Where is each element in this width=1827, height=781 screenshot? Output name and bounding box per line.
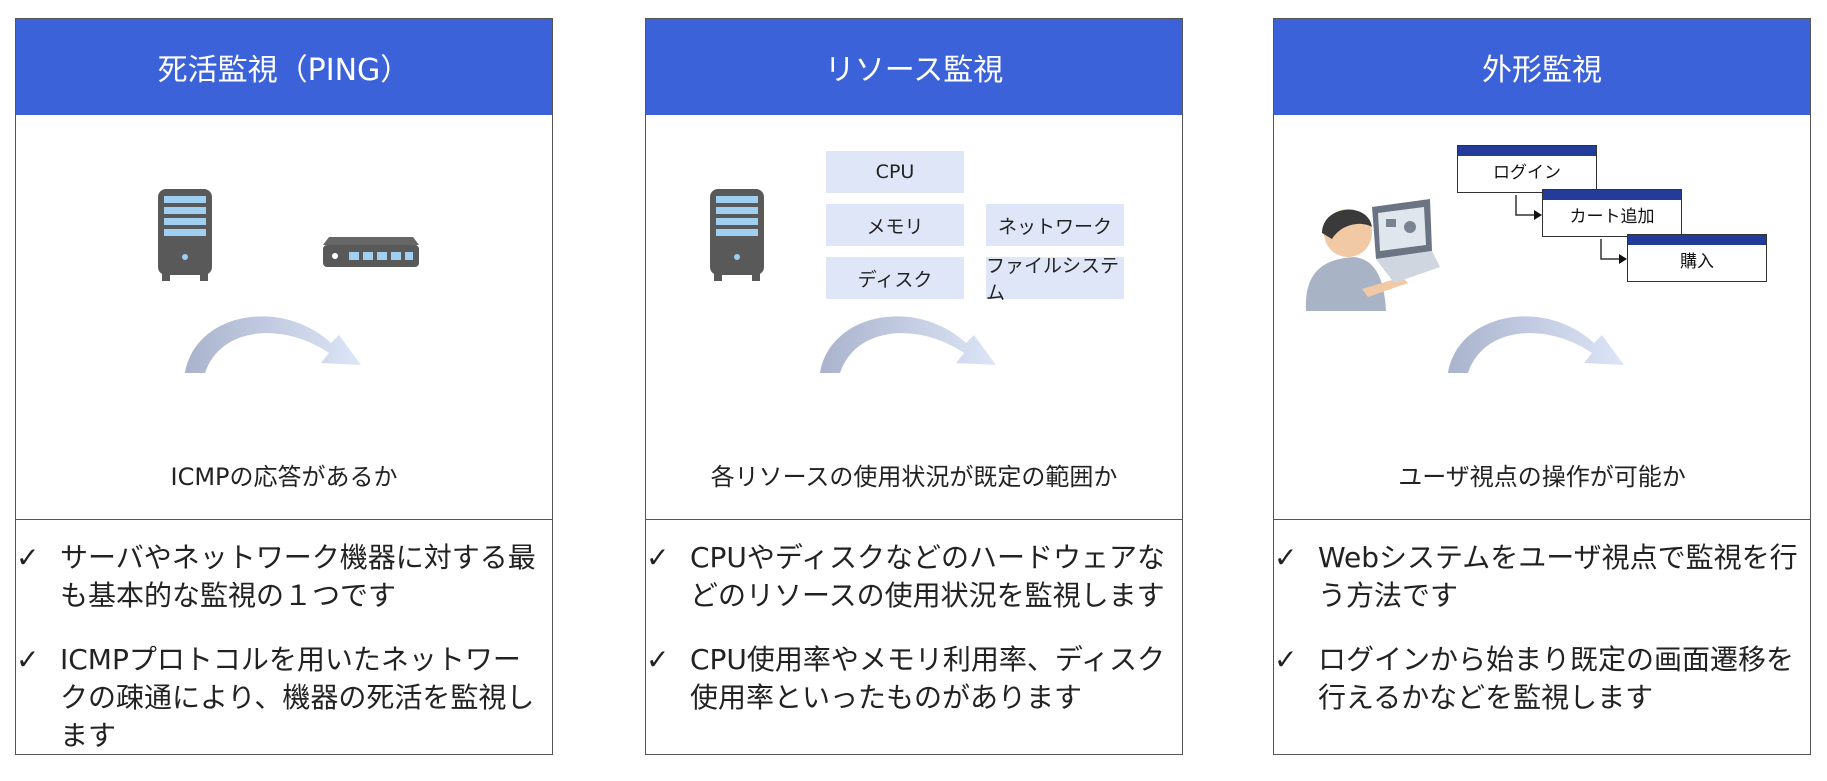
card-illustration: ICMPの応答があるか [16,115,552,519]
check-icon: ✓ [16,643,40,676]
window-title-bar [1458,146,1596,156]
note-item: ✓ ログインから始まり既定の画面遷移を行えるかなどを監視します [1274,641,1810,717]
card-illustration: ログイン カート追加 購入 ユーザ視点の操作が可能か [1274,115,1810,519]
card-resource-monitoring: リソース監視 CPU メモリ ネットワーク ディスク ファイルシステム 各リソー… [645,18,1183,755]
server-icon [158,189,212,281]
note-text: ログインから始まり既定の画面遷移を行えるかなどを監視します [1318,643,1795,714]
window-label: ログイン [1493,163,1561,183]
divider [646,519,1182,520]
screen-window-login: ログイン [1457,145,1597,193]
window-title-bar [1628,235,1766,245]
note-item: ✓ ICMPプロトコルを用いたネットワークの疎通により、機器の死活を監視します [16,641,552,755]
card-illustration: CPU メモリ ネットワーク ディスク ファイルシステム 各リソースの使用状況が… [646,115,1182,519]
card-synthetic-monitoring: 外形監視 ログイン カート追加 購入 [1273,18,1811,755]
resource-tile-cpu: CPU [826,151,964,193]
divider [1274,519,1810,520]
server-icon [710,189,764,281]
card-title: 外形監視 [1274,19,1810,115]
check-icon: ✓ [646,541,670,574]
network-switch-icon [323,237,419,267]
resource-tile-filesystem: ファイルシステム [986,255,1124,304]
card-title: 死活監視（PING） [16,19,552,115]
resource-tile-disk: ディスク [826,257,964,299]
flow-arrow-icon [1600,239,1627,264]
card-caption: ユーザ視点の操作が可能か [1398,463,1686,491]
note-item: ✓ CPU使用率やメモリ利用率、ディスク使用率といったものがあります [646,641,1182,717]
flow-arrow-icon [1515,195,1542,220]
note-item: ✓ サーバやネットワーク機器に対する最も基本的な監視の１つです [16,539,552,615]
note-list: ✓ サーバやネットワーク機器に対する最も基本的な監視の１つです ✓ ICMPプロ… [16,539,552,781]
window-title-bar [1543,190,1681,200]
note-item: ✓ CPUやディスクなどのハードウェアなどのリソースの使用状況を監視します [646,539,1182,615]
note-text: サーバやネットワーク機器に対する最も基本的な監視の１つです [60,541,536,612]
divider [16,519,552,520]
resource-tile-network: ネットワーク [986,204,1124,246]
window-label: 購入 [1680,252,1714,272]
note-list: ✓ Webシステムをユーザ視点で監視を行う方法です ✓ ログインから始まり既定の… [1274,539,1810,743]
curved-arrow-icon [820,316,996,373]
note-text: CPU使用率やメモリ利用率、ディスク使用率といったものがあります [690,643,1165,714]
check-icon: ✓ [16,541,40,574]
note-item: ✓ Webシステムをユーザ視点で監視を行う方法です [1274,539,1810,615]
card-caption: ICMPの応答があるか [170,463,398,491]
user-at-laptop-icon [1305,199,1440,311]
note-text: Webシステムをユーザ視点で監視を行う方法です [1318,541,1798,612]
card-title: リソース監視 [646,19,1182,115]
card-caption: 各リソースの使用状況が既定の範囲か [710,463,1118,491]
curved-arrow-icon [1448,316,1624,373]
screen-window-add-to-cart: カート追加 [1542,189,1682,237]
check-icon: ✓ [646,643,670,676]
check-icon: ✓ [1274,643,1298,676]
note-text: ICMPプロトコルを用いたネットワークの疎通により、機器の死活を監視します [60,643,535,752]
note-text: CPUやディスクなどのハードウェアなどのリソースの使用状況を監視します [690,541,1165,612]
card-ping-monitoring: 死活監視（PING） ICMPの応答があるか ✓ [15,18,553,755]
window-label: カート追加 [1569,207,1655,227]
resource-tile-memory: メモリ [826,204,964,246]
check-icon: ✓ [1274,541,1298,574]
note-list: ✓ CPUやディスクなどのハードウェアなどのリソースの使用状況を監視します ✓ … [646,539,1182,743]
curved-arrow-icon [185,316,361,373]
screen-window-purchase: 購入 [1627,234,1767,282]
